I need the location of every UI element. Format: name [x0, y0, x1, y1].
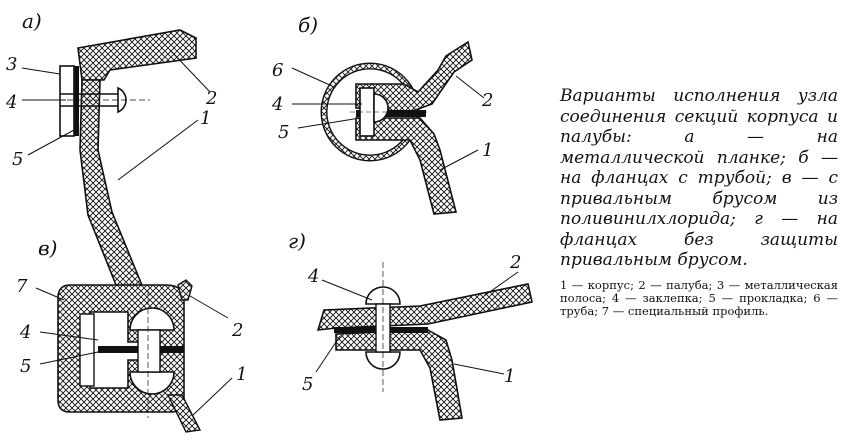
callout-v-7: 7 [16, 276, 28, 297]
deck-v [177, 279, 193, 301]
callout-v-4: 4 [19, 322, 31, 343]
rivet-g-bottom [365, 351, 401, 370]
callout-a-5: 5 [12, 149, 23, 170]
panel-b: б) 6 4 5 2 1 [271, 13, 493, 215]
rivet-v-top [129, 307, 175, 331]
callout-b-4: 4 [271, 94, 283, 115]
callout-a-2: 2 [205, 88, 217, 109]
callout-v-5: 5 [20, 356, 31, 377]
panel-label-v: в) [38, 236, 57, 260]
callout-a-3: 3 [6, 54, 17, 75]
gasket-b [356, 110, 426, 117]
hull-b [355, 117, 458, 215]
callout-v-1: 1 [236, 364, 247, 385]
panel-v: в) 7 4 5 2 1 [16, 236, 247, 433]
callout-a-1: 1 [200, 108, 211, 129]
callout-b-6: 6 [272, 60, 283, 81]
metal-strip-a [59, 65, 75, 137]
callout-b-2: 2 [481, 90, 493, 111]
panel-a: а) 3 4 5 2 1 [5, 9, 217, 301]
caption-text: Варианты исполнения узла соединения секц… [560, 86, 838, 270]
diagram-figure: а) 3 4 5 2 1 б) [5, 9, 533, 433]
callout-g-1: 1 [504, 366, 515, 387]
callout-a-4: 4 [5, 92, 17, 113]
hull-a [79, 79, 150, 301]
panel-label-a: а) [22, 9, 42, 33]
rivet-v-bottom [129, 371, 175, 395]
callout-g-4: 4 [307, 266, 319, 287]
callout-v-2: 2 [231, 320, 243, 341]
gasket-a [74, 66, 79, 136]
rivet-g-top [365, 286, 401, 305]
callout-g-2: 2 [509, 252, 521, 273]
hull-v [166, 394, 202, 433]
rivet-a [60, 93, 118, 107]
figure-caption: Варианты исполнения узла соединения секц… [560, 86, 838, 318]
deck-a [77, 29, 197, 81]
panel-g: г) 4 2 5 1 [288, 229, 533, 421]
caption-legend: 1 — корпус; 2 — палуба; 3 — металлическа… [560, 277, 838, 318]
callout-b-1: 1 [482, 140, 493, 161]
panel-label-b: б) [298, 13, 318, 37]
callout-b-5: 5 [278, 122, 289, 143]
hull-g [335, 329, 463, 421]
panel-label-g: г) [288, 229, 306, 253]
callout-g-5: 5 [302, 374, 313, 395]
